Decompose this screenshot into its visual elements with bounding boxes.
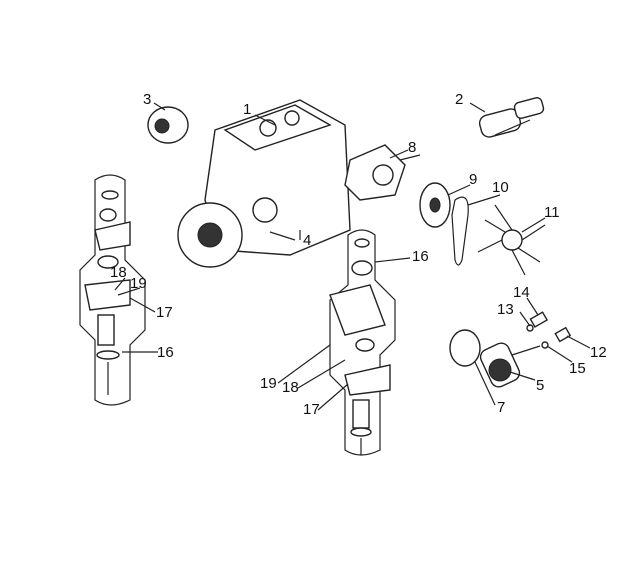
- callout-16-left: 16: [157, 344, 174, 361]
- callout-1: 1: [243, 101, 252, 118]
- callout-17-left: 17: [156, 304, 173, 321]
- callout-5: 5: [536, 377, 545, 394]
- callout-10: 10: [492, 179, 509, 196]
- callout-7: 7: [497, 399, 506, 416]
- water-pump: [344, 144, 409, 201]
- callout-9: 9: [469, 171, 478, 188]
- alternator: [147, 102, 189, 144]
- v-belt: [451, 196, 469, 266]
- callout-17-right: 17: [303, 401, 320, 418]
- callout-11: 11: [544, 204, 560, 221]
- left-engine-mount: [79, 174, 146, 406]
- callout-2: 2: [455, 91, 464, 108]
- starter-motor: [469, 97, 545, 138]
- callout-19-left: 19: [130, 275, 147, 292]
- callout-3: 3: [143, 91, 152, 108]
- callout-12: 12: [590, 344, 607, 361]
- right-engine-mount: [329, 229, 396, 456]
- callout-16-right: 16: [412, 248, 429, 265]
- engine-block: [177, 99, 351, 268]
- callout-15: 15: [569, 360, 586, 377]
- callout-18-left: 18: [110, 264, 127, 281]
- callout-19-right: 19: [260, 375, 277, 392]
- callout-18-right: 18: [282, 379, 299, 396]
- thermostat-housing: [449, 311, 572, 388]
- callout-4: 4: [303, 232, 312, 249]
- leader-lines: [114, 114, 591, 411]
- callout-14: 14: [513, 284, 530, 301]
- callout-8: 8: [408, 139, 417, 156]
- fan: [477, 204, 546, 276]
- callout-13: 13: [497, 301, 514, 318]
